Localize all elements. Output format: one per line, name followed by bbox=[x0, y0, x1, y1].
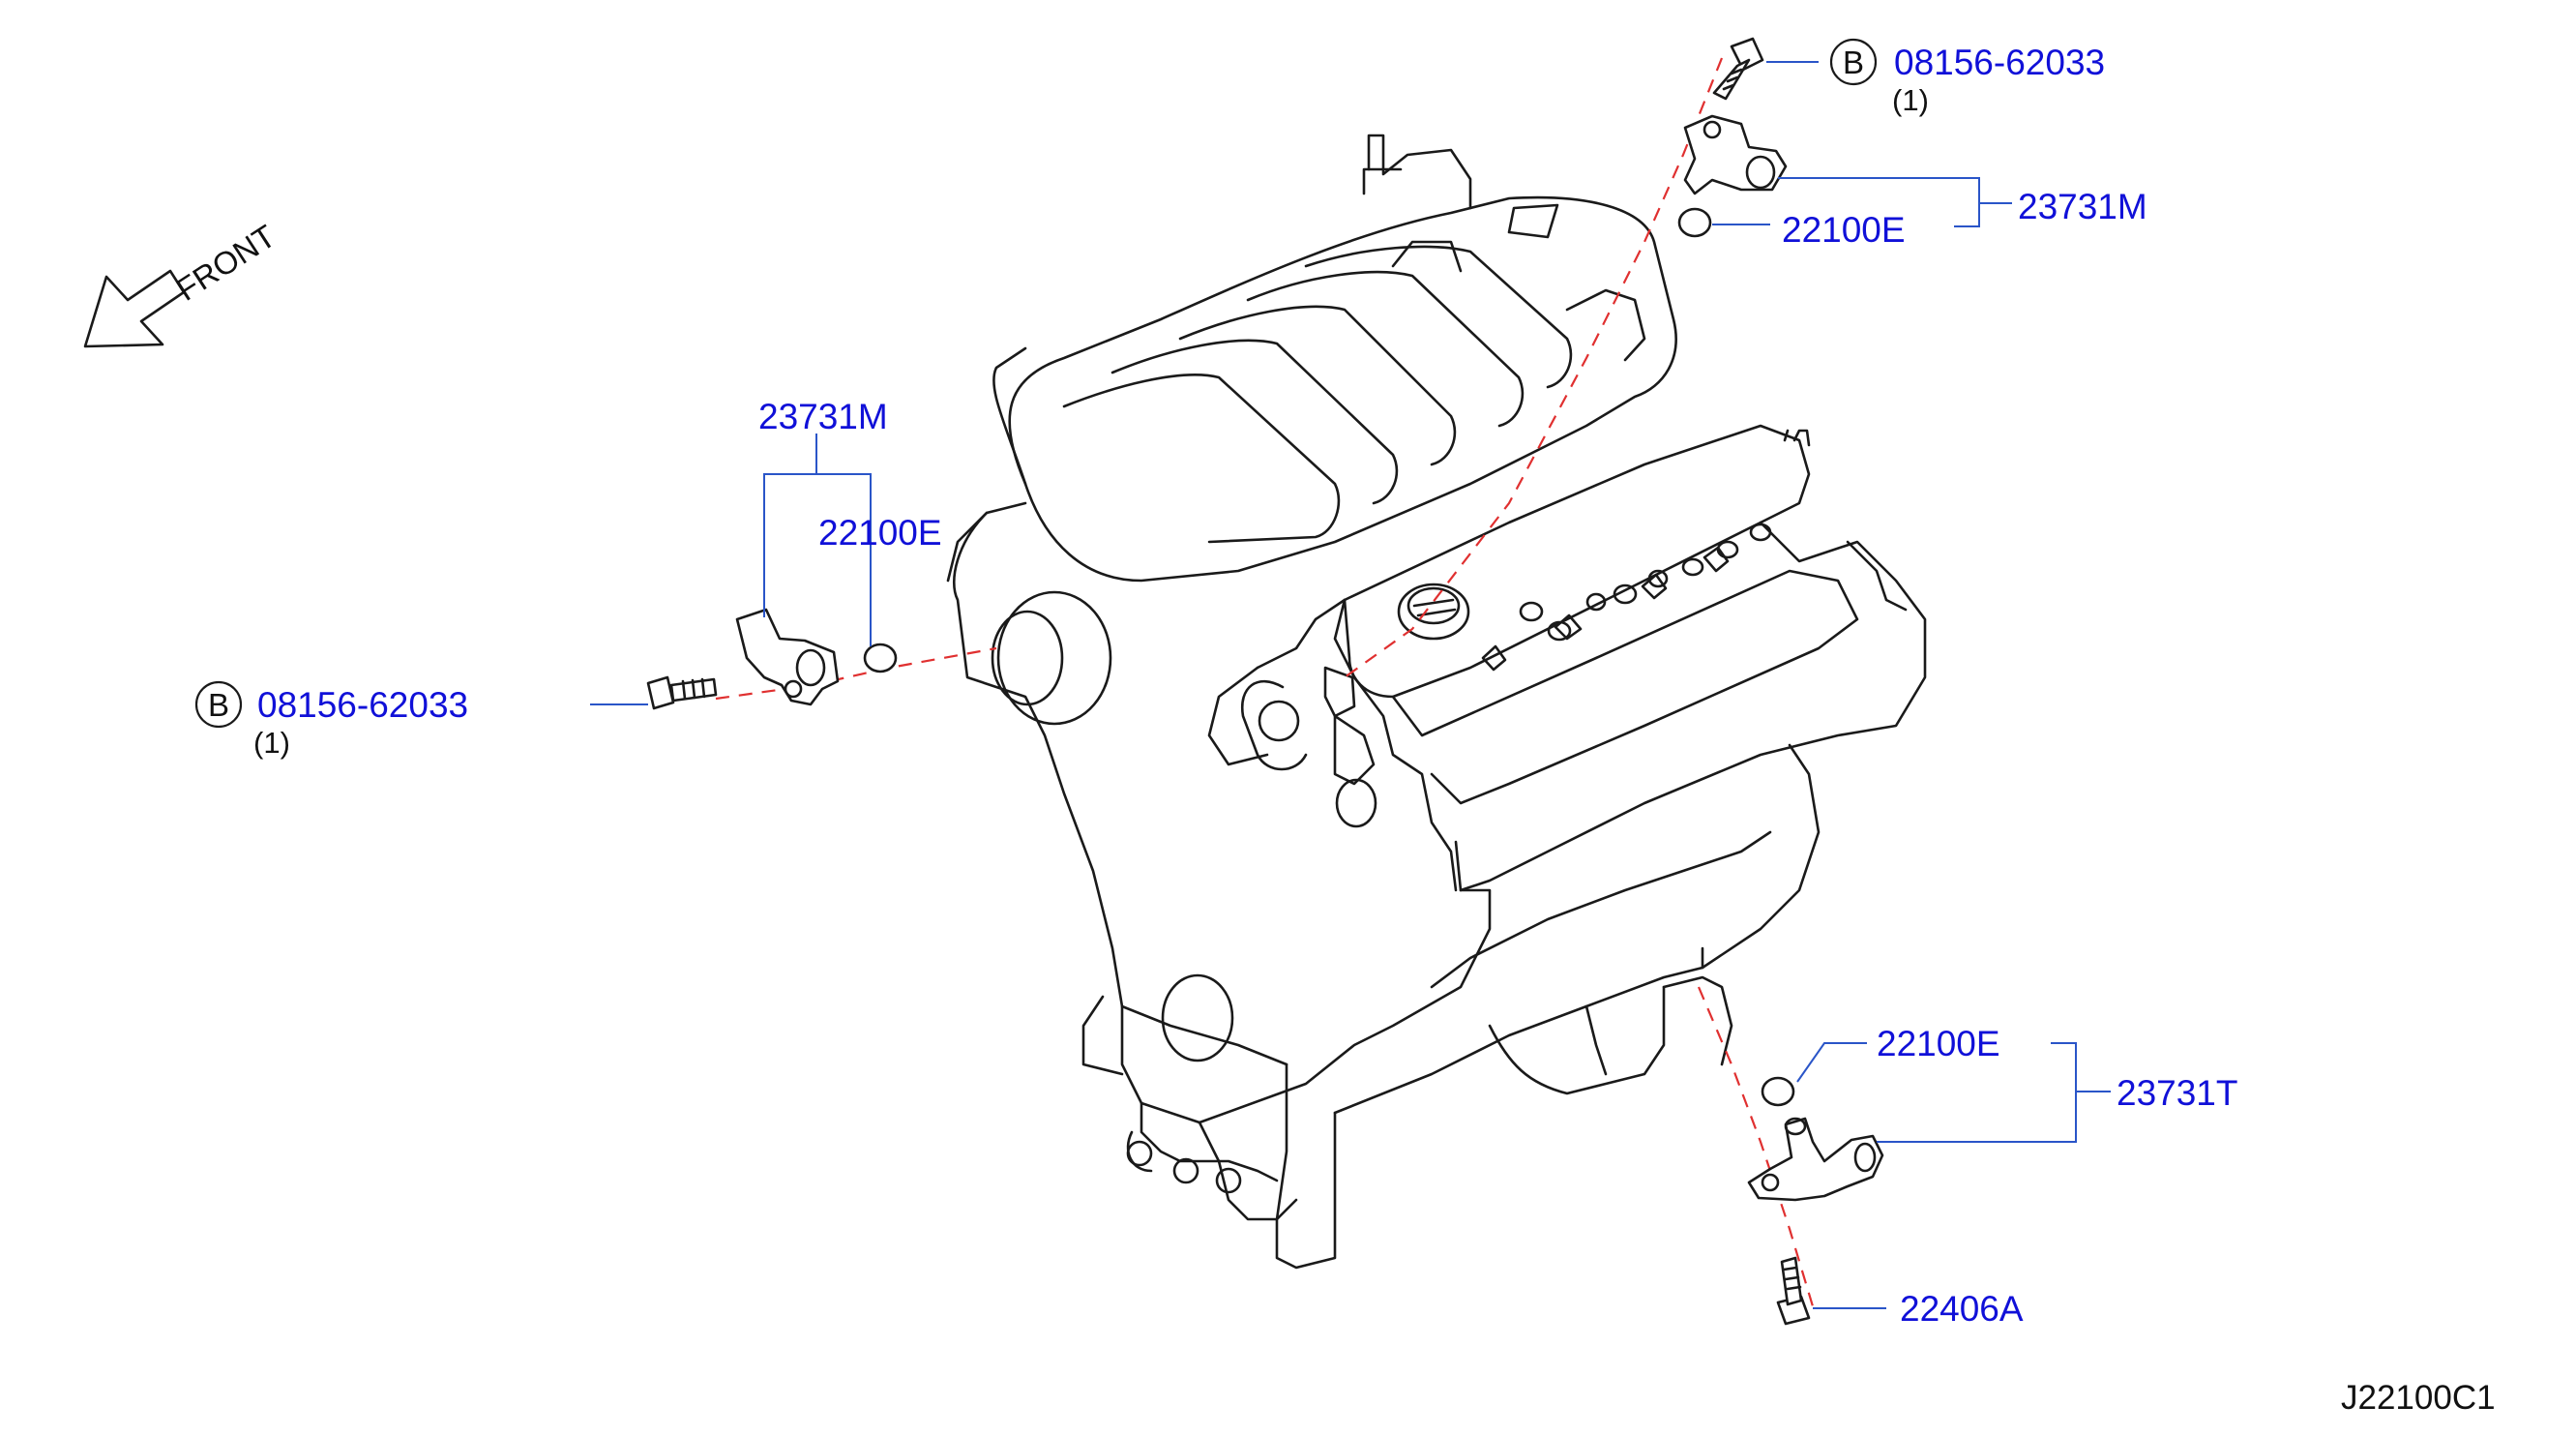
left-oring-icon bbox=[863, 643, 898, 673]
bottom-sensor-part-number[interactable]: 23731T bbox=[2117, 1073, 2238, 1113]
top-oring-part-number[interactable]: 22100E bbox=[1782, 210, 1906, 250]
top-oring-icon bbox=[1677, 207, 1712, 238]
left-sensor-icon bbox=[735, 608, 840, 706]
left-sensor-part-number[interactable]: 23731M bbox=[758, 397, 888, 436]
left-oring-part-number[interactable]: 22100E bbox=[818, 513, 942, 553]
top-bolt-icon bbox=[1730, 37, 1764, 72]
bottom-oring-part-number[interactable]: 22100E bbox=[1877, 1024, 2000, 1063]
bottom-crank-sensor-assembly: 22100E 23731T 22406A bbox=[1697, 986, 2238, 1329]
engine-block-drawing bbox=[946, 134, 1927, 1270]
left-bolt-icon bbox=[646, 675, 675, 710]
left-cam-sensor-assembly: 23731M 22100E B 08156-62033 (1) bbox=[194, 397, 997, 760]
left-assembly-dash-line bbox=[715, 646, 997, 701]
front-orientation-arrow: FRONT bbox=[83, 218, 281, 348]
left-bolt-marker: B bbox=[208, 687, 229, 723]
left-bolt-part-number[interactable]: 08156-62033 bbox=[257, 685, 468, 725]
top-bolt-marker: B bbox=[1843, 45, 1864, 80]
diagram-code: J22100C1 bbox=[2341, 1379, 2496, 1417]
top-bolt-callout: B 08156-62033 (1) bbox=[1829, 38, 2105, 117]
top-sensor-part-number[interactable]: 23731M bbox=[2018, 187, 2147, 226]
left-bolt-quantity: (1) bbox=[253, 726, 290, 760]
front-label: FRONT bbox=[170, 218, 281, 308]
top-cam-sensor-assembly: B 08156-62033 (1) 23731M 22100E bbox=[1344, 37, 2147, 678]
top-bolt-part-number[interactable]: 08156-62033 bbox=[1894, 43, 2105, 82]
bottom-oring-icon bbox=[1761, 1076, 1795, 1107]
bottom-bolt-part-number[interactable]: 22406A bbox=[1900, 1289, 2024, 1329]
top-sensor-icon bbox=[1683, 114, 1788, 195]
top-bolt-quantity: (1) bbox=[1892, 83, 1929, 117]
top-assembly-dash-line bbox=[1344, 57, 1724, 678]
bottom-sensor-icon bbox=[1747, 1117, 1884, 1202]
left-bolt-callout: B 08156-62033 (1) bbox=[194, 680, 468, 760]
